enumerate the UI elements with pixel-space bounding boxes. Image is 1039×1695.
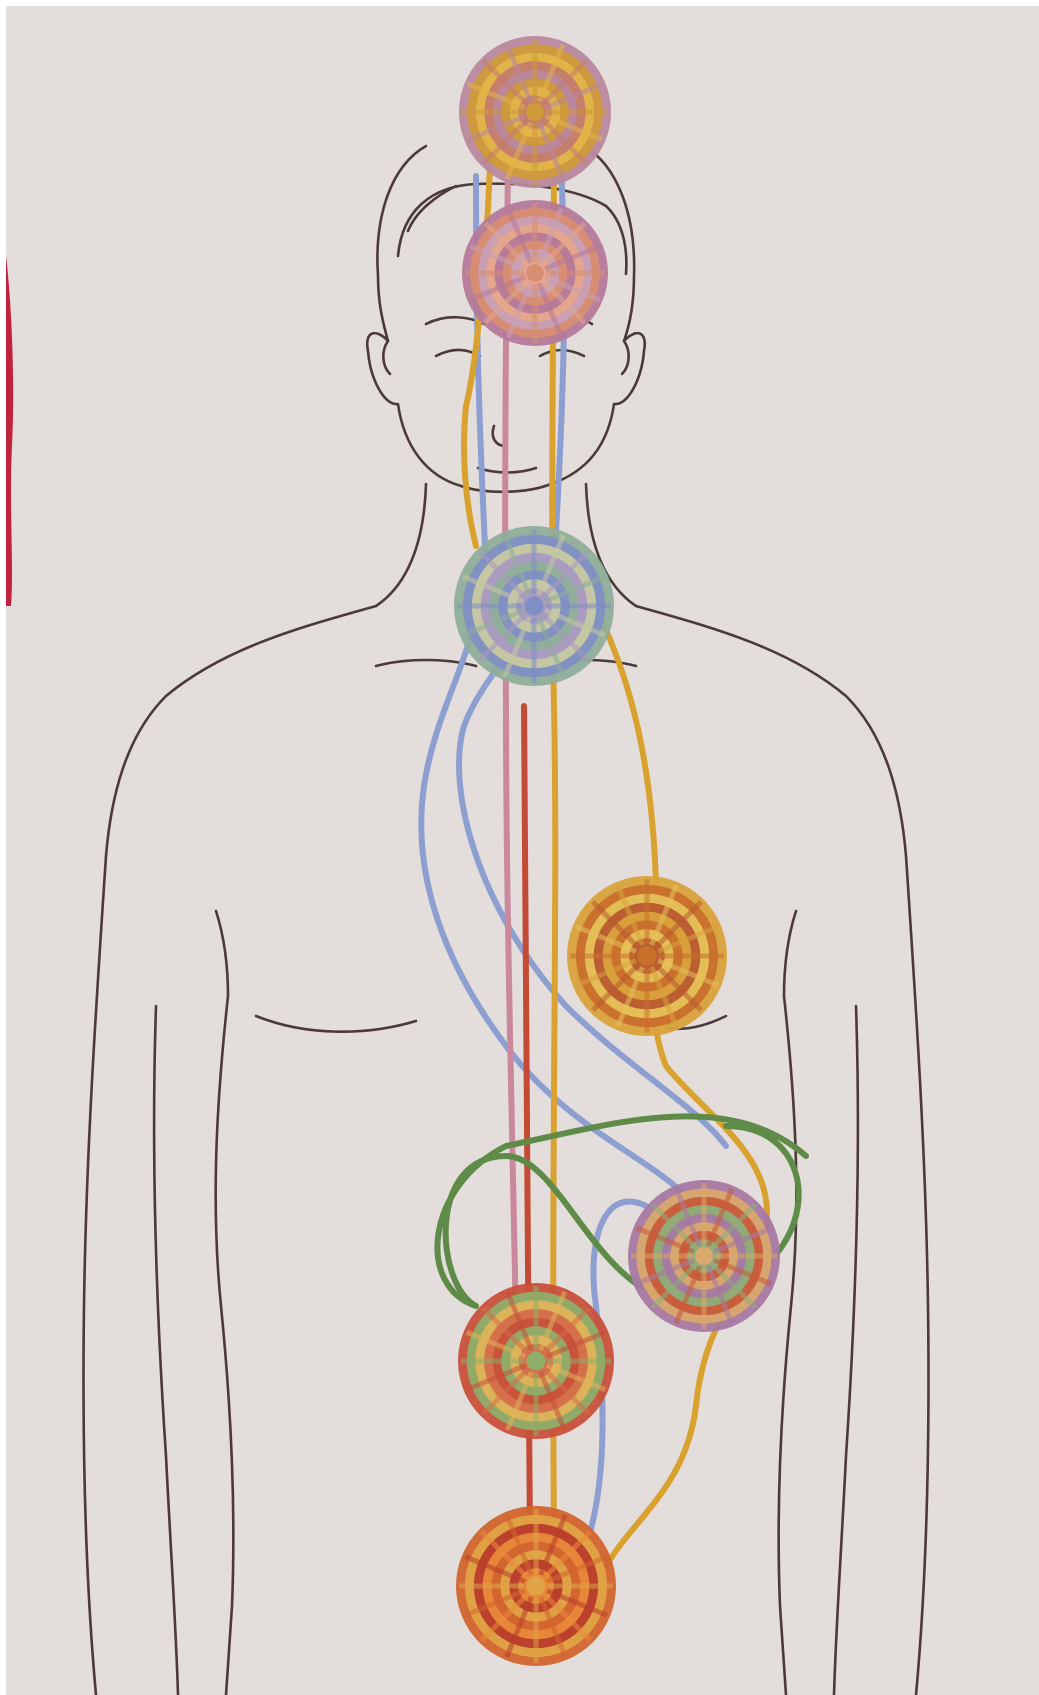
root-core [526,1576,545,1595]
paper-page [6,6,1039,1695]
crown-core [526,103,544,121]
chakra-body-illustration [6,6,1039,1695]
brow-core [526,264,544,282]
crown-chakra [459,36,611,188]
root-chakra [456,1506,616,1666]
heart-core [637,946,656,965]
brow-chakra [462,200,608,346]
throat-core [524,596,543,615]
solar-plexus-chakra [628,1180,780,1332]
heart-chakra [567,876,727,1036]
sacral-chakra [458,1283,614,1439]
throat-chakra [454,526,614,686]
solar-plexus-core [695,1247,713,1265]
sacral-core [527,1352,546,1371]
